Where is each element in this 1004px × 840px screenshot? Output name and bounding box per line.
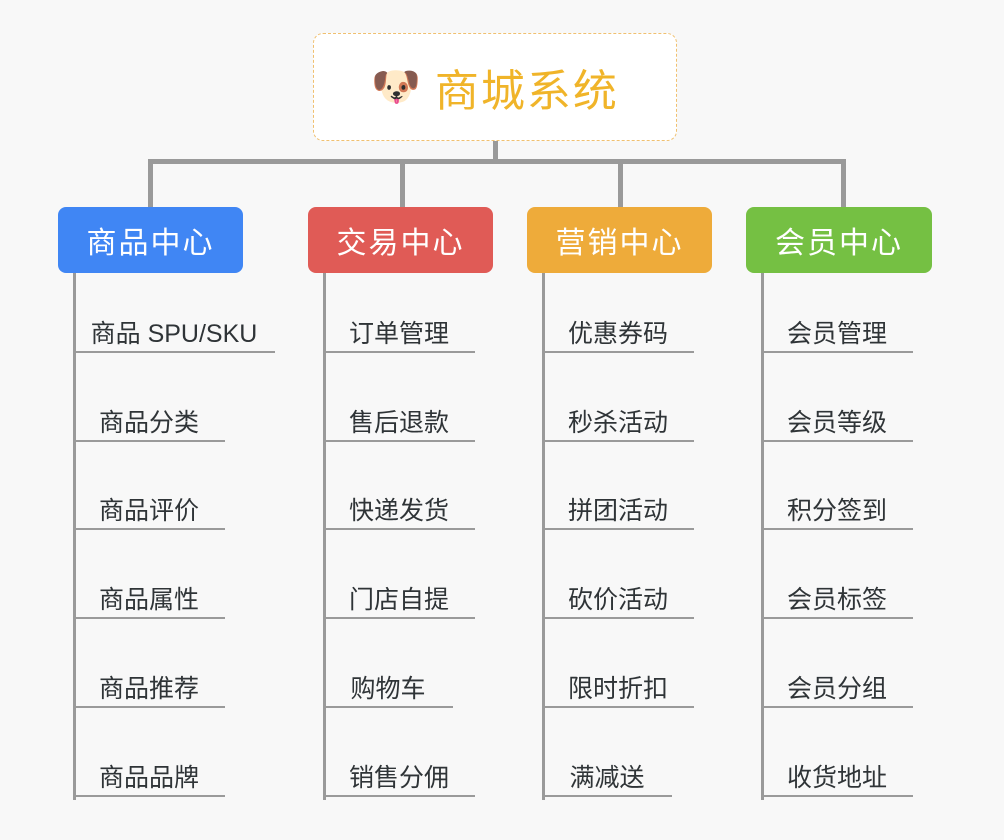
leaf-item[interactable]: 商品分类 (73, 402, 225, 442)
leaf-label: 会员管理 (786, 320, 887, 348)
leaf-item[interactable]: 商品评价 (73, 490, 225, 530)
horizontal-bus-connector (148, 159, 846, 164)
branch-label: 会员中心 (775, 227, 903, 260)
leaf-label: 拼团活动 (567, 497, 668, 525)
leaf-label: 限时折扣 (567, 675, 668, 703)
branch-spine-marketing-center (542, 273, 545, 800)
leaf-label: 快递发货 (348, 497, 449, 525)
leaf-item[interactable]: 订单管理 (323, 313, 475, 353)
root-node[interactable]: 🐶 商城系统 (313, 33, 677, 141)
leaf-item[interactable]: 会员管理 (761, 313, 913, 353)
branch-label: 交易中心 (336, 227, 465, 260)
leaf-item[interactable]: 商品属性 (73, 579, 225, 619)
leaf-label: 会员等级 (786, 409, 887, 437)
leaf-item[interactable]: 限时折扣 (542, 668, 694, 708)
root-title: 商城系统 (434, 67, 619, 116)
root-stem-connector (493, 141, 498, 162)
branch-header-member-center[interactable]: 会员中心 (746, 207, 932, 273)
leaf-item[interactable]: 会员等级 (761, 402, 913, 442)
drop-connector-1 (148, 159, 153, 209)
leaf-label: 秒杀活动 (567, 409, 668, 437)
branch-spine-product-center (73, 273, 76, 800)
leaf-label: 商品分类 (98, 409, 199, 437)
leaf-label: 门店自提 (348, 586, 449, 614)
leaf-item[interactable]: 商品品牌 (73, 757, 225, 797)
leaf-label: 砍价活动 (567, 586, 668, 614)
leaf-label: 优惠券码 (567, 320, 668, 348)
leaf-item[interactable]: 商品 SPU/SKU (73, 313, 275, 353)
leaf-item[interactable]: 优惠券码 (542, 313, 694, 353)
leaf-item[interactable]: 砍价活动 (542, 579, 694, 619)
leaf-item[interactable]: 快递发货 (323, 490, 475, 530)
leaf-item[interactable]: 会员分组 (761, 668, 913, 708)
leaf-item[interactable]: 会员标签 (761, 579, 913, 619)
leaf-label: 订单管理 (348, 320, 449, 348)
leaf-label: 商品品牌 (98, 764, 199, 792)
leaf-label: 商品 SPU/SKU (90, 320, 258, 348)
leaf-label: 销售分佣 (348, 764, 449, 792)
leaf-item[interactable]: 销售分佣 (323, 757, 475, 797)
leaf-item[interactable]: 拼团活动 (542, 490, 694, 530)
leaf-item[interactable]: 满减送 (542, 757, 672, 797)
leaf-item[interactable]: 售后退款 (323, 402, 475, 442)
leaf-label: 收货地址 (786, 764, 887, 792)
leaf-label: 售后退款 (348, 409, 449, 437)
branch-spine-trade-center (323, 273, 326, 800)
leaf-item[interactable]: 商品推荐 (73, 668, 225, 708)
branch-label: 商品中心 (86, 227, 215, 260)
branch-header-trade-center[interactable]: 交易中心 (308, 207, 493, 273)
leaf-label: 商品评价 (98, 497, 199, 525)
leaf-label: 购物车 (350, 675, 426, 703)
leaf-item[interactable]: 购物车 (323, 668, 453, 708)
drop-connector-3 (618, 159, 623, 209)
leaf-item[interactable]: 秒杀活动 (542, 402, 694, 442)
branch-spine-member-center (761, 273, 764, 800)
dog-face-icon: 🐶 (371, 65, 421, 109)
branch-header-product-center[interactable]: 商品中心 (58, 207, 243, 273)
leaf-label: 积分签到 (786, 497, 887, 525)
branch-header-marketing-center[interactable]: 营销中心 (527, 207, 712, 273)
drop-connector-2 (400, 159, 405, 209)
leaf-item[interactable]: 收货地址 (761, 757, 913, 797)
leaf-label: 会员标签 (786, 586, 887, 614)
branch-label: 营销中心 (555, 227, 684, 260)
leaf-item[interactable]: 积分签到 (761, 490, 913, 530)
leaf-label: 商品属性 (98, 586, 199, 614)
leaf-label: 会员分组 (786, 675, 887, 703)
leaf-label: 商品推荐 (98, 675, 199, 703)
drop-connector-4 (841, 159, 846, 209)
leaf-label: 满减送 (569, 764, 645, 792)
leaf-item[interactable]: 门店自提 (323, 579, 475, 619)
